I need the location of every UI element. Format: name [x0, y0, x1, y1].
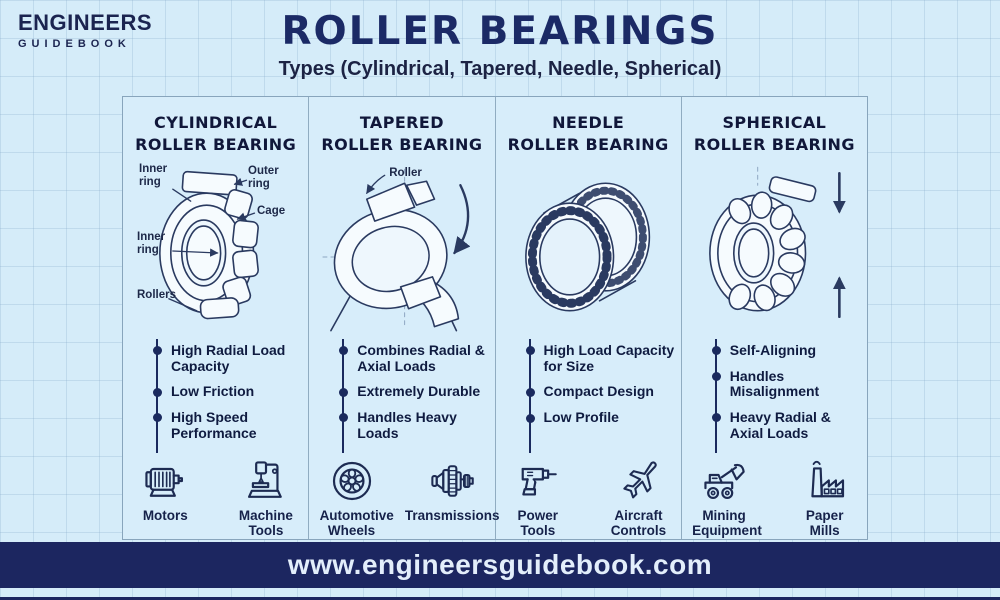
feature-list-spherical: Self-Aligning Handles Misalignment Heavy…	[711, 338, 865, 453]
applications-cylindrical: Motors Machine Tools	[123, 451, 308, 539]
column-title-line1: TAPERED	[359, 113, 444, 132]
spherical-bearing-diagram	[682, 159, 867, 335]
feature-item: Combines Radial & Axial Loads	[339, 342, 492, 374]
bearing-types-panel: CYLINDRICAL ROLLER BEARING	[122, 96, 868, 540]
column-spherical: SPHERICAL ROLLER BEARING	[680, 97, 867, 539]
needle-bearing-diagram	[496, 159, 681, 335]
application-motors: Motors	[123, 457, 208, 539]
column-title-tapered: TAPERED ROLLER BEARING	[309, 97, 494, 159]
label-inner-ring-top: Inner ring	[139, 163, 168, 188]
page-subtitle: Types (Cylindrical, Tapered, Needle, Sph…	[278, 57, 722, 80]
feature-item: Compact Design	[525, 384, 679, 400]
label-rollers: Rollers	[137, 289, 176, 301]
column-title-line2: ROLLER BEARING	[507, 134, 669, 154]
feature-item: Handles Misalignment	[711, 368, 865, 400]
applications-tapered: Automotive Wheels	[309, 451, 499, 539]
application-label: Paper Mills	[805, 507, 844, 539]
column-title-needle: NEEDLE ROLLER BEARING	[496, 97, 681, 159]
applications-needle: Power Tools Aircraft Controls	[496, 451, 681, 539]
cylindrical-bearing-drawing	[159, 170, 259, 320]
brand-tagline: GUIDEBOOK	[18, 38, 131, 50]
feature-item: Handles Heavy Loads	[339, 409, 492, 441]
column-tapered: TAPERED ROLLER BEARING	[308, 97, 499, 539]
feature-item: High Load Capacity for Size	[525, 342, 679, 374]
application-label: Aircraft Controls	[610, 507, 667, 539]
needle-bearing-drawing	[524, 182, 650, 312]
column-title-line2: ROLLER BEARING	[321, 134, 483, 154]
transmission-icon	[431, 465, 474, 497]
application-label: Motors	[142, 507, 188, 523]
column-title-line2: ROLLER BEARING	[693, 134, 855, 154]
feature-item: High Radial Load Capacity	[152, 342, 306, 374]
application-paper-mills: Paper Mills	[782, 457, 867, 539]
application-mining-equipment: Mining Equipment	[682, 457, 767, 539]
feature-item: Low Friction	[152, 384, 306, 400]
brand-name: ENGINEERS	[18, 10, 153, 35]
feature-list-tapered: Combines Radial & Axial Loads Extremely …	[339, 338, 492, 453]
feature-item: Self-Aligning	[711, 342, 865, 359]
column-title-line1: SPHERICAL	[722, 113, 827, 132]
page-title: ROLLER BEARINGS	[281, 9, 719, 54]
brand-logo: ENGINEERS GUIDEBOOK	[18, 10, 152, 50]
feature-list-cylindrical: High Radial Load Capacity Low Friction H…	[152, 338, 306, 453]
column-title-cylindrical: CYLINDRICAL ROLLER BEARING	[123, 97, 308, 159]
application-aircraft-controls: Aircraft Controls	[596, 457, 681, 539]
feature-item: Low Profile	[525, 409, 679, 426]
application-label: Machine Tools	[238, 507, 293, 539]
spherical-bearing-drawing	[708, 166, 846, 318]
excavator-icon	[704, 463, 745, 499]
column-title-line2: ROLLER BEARING	[135, 134, 297, 154]
machine-tools-icon	[247, 461, 282, 498]
feature-item: High Speed Performance	[152, 409, 306, 441]
application-automotive-wheels: Automotive Wheels	[309, 457, 394, 539]
feature-item: Heavy Radial & Axial Loads	[711, 409, 865, 441]
label-inner-ring-mid: Inner ring	[137, 231, 166, 256]
tapered-bearing-drawing	[322, 168, 471, 332]
applications-spherical: Mining Equipment Paper Mills	[682, 451, 867, 539]
website-url: www.engineersguidebook.com	[287, 549, 713, 580]
column-cylindrical: CYLINDRICAL ROLLER BEARING	[123, 97, 308, 539]
automotive-wheel-icon	[332, 461, 371, 501]
application-label: Transmissions	[404, 507, 500, 523]
feature-list-needle: High Load Capacity for Size Compact Desi…	[525, 338, 679, 453]
application-label: Automotive Wheels	[319, 507, 394, 539]
factory-icon	[811, 460, 844, 498]
label-cage: Cage	[257, 205, 286, 217]
tapered-bearing-diagram: Roller	[309, 159, 494, 335]
column-needle: NEEDLE ROLLER BEARING	[494, 97, 681, 539]
application-machine-tools: Machine Tools	[224, 457, 309, 539]
aircraft-icon	[623, 461, 658, 499]
footer-bottom-line	[0, 597, 1000, 600]
label-outer-ring: Outer ring	[248, 165, 279, 190]
column-title-line1: NEEDLE	[552, 113, 625, 132]
footer-bar: www.engineersguidebook.com	[0, 542, 1000, 588]
page-header: ROLLER BEARINGS Types (Cylindrical, Tape…	[0, 9, 1000, 81]
motor-icon	[145, 467, 184, 497]
column-title-line1: CYLINDRICAL	[154, 113, 278, 132]
column-title-spherical: SPHERICAL ROLLER BEARING	[682, 97, 867, 159]
application-label: Power Tools	[517, 507, 559, 539]
power-drill-icon	[521, 467, 557, 496]
application-label: Mining Equipment	[692, 507, 762, 539]
cylindrical-bearing-diagram: Inner ring Outer ring Cage Inner ring Ro…	[123, 159, 308, 335]
application-transmissions: Transmissions	[405, 457, 499, 539]
label-roller: Roller	[389, 167, 422, 179]
feature-item: Extremely Durable	[339, 384, 492, 400]
application-power-tools: Power Tools	[496, 457, 581, 539]
